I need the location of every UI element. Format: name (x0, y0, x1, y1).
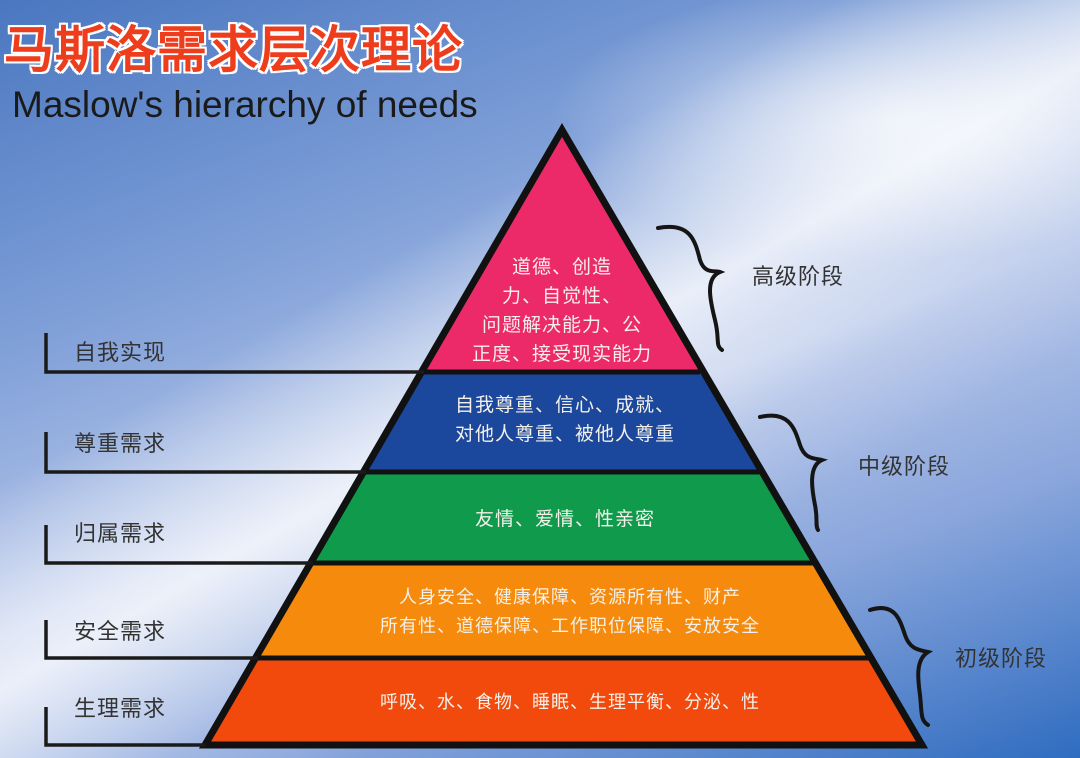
stage-braces (656, 224, 934, 727)
belonging-text: 友情、爱情、性亲密 (474, 508, 655, 530)
band-physiological (205, 658, 922, 745)
brace-high-icon (656, 224, 726, 352)
band-self-actualization (424, 130, 700, 372)
stage-low-label: 初级阶段 (955, 647, 1048, 672)
stage-high-label: 高级阶段 (752, 265, 845, 290)
safety-text: 人身安全、健康保障、资源所有性、财产 所有性、道德保障、工作职位保障、安放安全 (380, 587, 760, 637)
self-actualization-text: 道德、创造 力、自觉性、 问题解决能力、公 正度、接受现实能力 (471, 256, 652, 365)
band-dividers (258, 369, 871, 661)
label-esteem: 尊重需求 (74, 432, 167, 457)
brace-mid-icon (758, 413, 828, 532)
band-belonging (313, 472, 815, 563)
label-safety: 安全需求 (74, 620, 167, 645)
label-physiological: 生理需求 (74, 697, 167, 722)
brace-low-icon (868, 606, 934, 727)
title-english: Maslow's hierarchy of needs (12, 84, 478, 125)
label-self-actualization: 自我实现 (74, 341, 167, 366)
esteem-text: 自我尊重、信心、成就、 对他人尊重、被他人尊重 (454, 394, 675, 445)
stage-mid-label: 中级阶段 (858, 455, 951, 480)
left-brackets (44, 333, 424, 747)
band-esteem (366, 372, 762, 472)
pyramid-outline (198, 123, 929, 749)
band-safety (258, 563, 871, 658)
physiological-text: 呼吸、水、食物、睡眠、生理平衡、分泌、性 (380, 692, 760, 713)
title-chinese: 马斯洛需求层次理论 (4, 21, 463, 79)
label-belonging: 归属需求 (74, 522, 167, 547)
